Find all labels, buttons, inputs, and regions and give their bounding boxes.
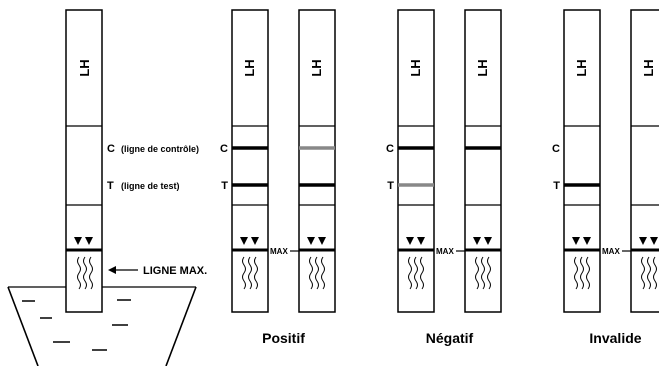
max-line-label: LIGNE MAX. <box>143 265 207 277</box>
strip-lh-label: LH <box>574 59 589 76</box>
arrow-down-icon <box>307 237 315 245</box>
arrow-down-icon <box>406 237 414 245</box>
arrow-down-icon <box>572 237 580 245</box>
group-caption: Négatif <box>426 330 474 346</box>
arrow-down-icon <box>240 237 248 245</box>
arrow-down-icon <box>417 237 425 245</box>
strip-left: LH <box>231 9 269 313</box>
arrow-down-icon <box>639 237 647 245</box>
strip-right: LH <box>298 9 336 313</box>
group-caption: Positif <box>262 330 305 346</box>
max-label: MAX <box>270 247 288 256</box>
max-label: MAX <box>436 247 454 256</box>
test-line-desc: (ligne de test) <box>121 181 180 191</box>
strip-lh-label: LH <box>77 59 92 76</box>
strip-right: LH <box>630 9 659 313</box>
control-label: C <box>386 143 394 155</box>
test-line-label: T <box>107 180 114 192</box>
max-label: MAX <box>602 247 620 256</box>
result-group-3: C T LH LH MAX Invalide <box>552 9 659 346</box>
arrow-left-icon <box>108 266 116 274</box>
arrow-down-icon <box>583 237 591 245</box>
test-label: T <box>553 180 560 192</box>
control-label: C <box>552 143 560 155</box>
reference-labels: C (ligne de contrôle) T (ligne de test) … <box>107 143 207 277</box>
strip-left: LH <box>563 9 601 313</box>
group-caption: Invalide <box>589 330 641 346</box>
strip-lh-label: LH <box>408 59 423 76</box>
arrow-down-icon <box>473 237 481 245</box>
strip-left: LH <box>397 9 435 313</box>
test-label: T <box>221 180 228 192</box>
strip-lh-label: LH <box>641 59 656 76</box>
reference-strip: LH <box>65 9 103 313</box>
arrow-down-icon <box>251 237 259 245</box>
strip-lh-label: LH <box>242 59 257 76</box>
arrow-down-icon <box>650 237 658 245</box>
result-group-1: C T LH LH MAX Positif <box>220 9 336 346</box>
strip-right: LH <box>464 9 502 313</box>
control-line-label: C <box>107 143 115 155</box>
strip-lh-label: LH <box>475 59 490 76</box>
arrow-down-icon <box>318 237 326 245</box>
test-label: T <box>387 180 394 192</box>
control-line-desc: (ligne de contrôle) <box>121 144 199 154</box>
control-label: C <box>220 143 228 155</box>
result-groups: C T LH LH MAX Positif C T LH LH MAX Négatif C T LH LH MA… <box>220 9 659 346</box>
strip-lh-label: LH <box>309 59 324 76</box>
arrow-down-icon <box>484 237 492 245</box>
result-group-2: C T LH LH MAX Négatif <box>386 9 502 346</box>
